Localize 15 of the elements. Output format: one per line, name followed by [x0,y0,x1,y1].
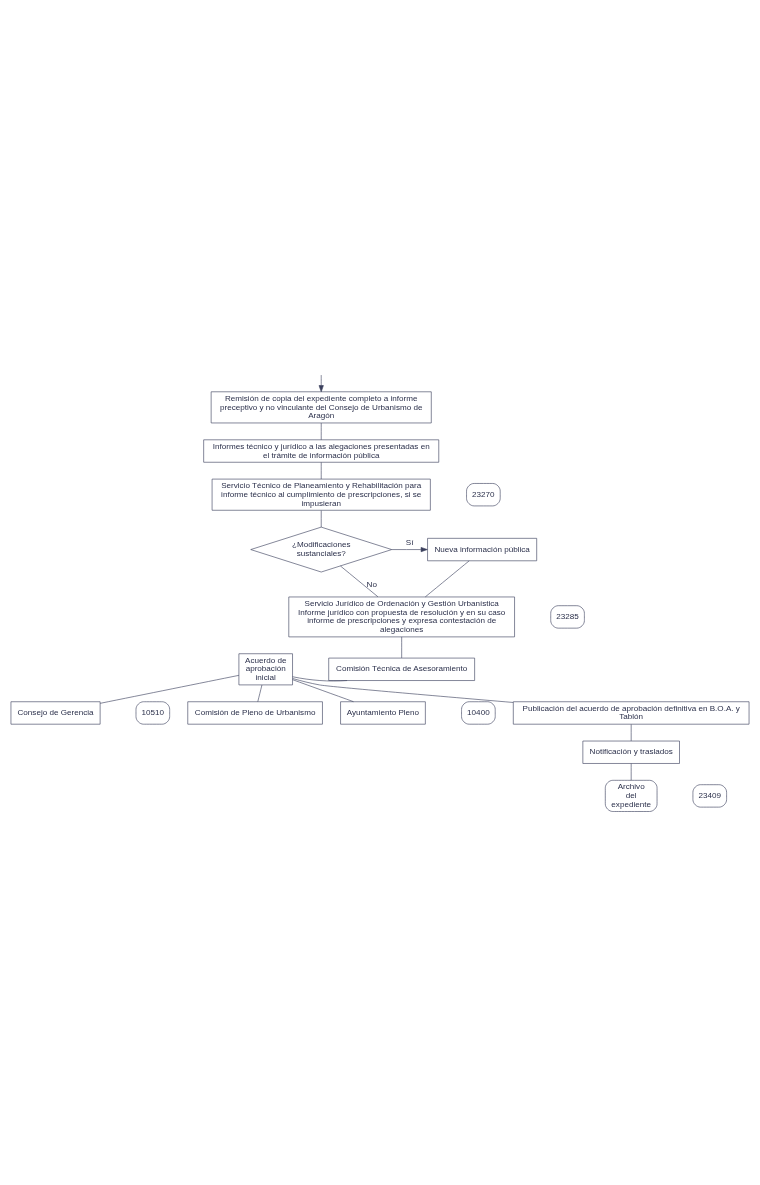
connector [292,678,354,702]
arrow [391,546,428,552]
connector [340,565,379,597]
connector [630,723,632,741]
arrow [318,374,324,392]
connector [424,560,470,597]
connector [257,684,263,702]
connector [630,762,632,781]
connector [292,675,348,681]
connector [401,636,402,658]
connector [320,461,322,479]
connector [320,509,322,527]
connector [99,674,240,704]
connector [320,422,322,440]
connector [292,677,514,703]
